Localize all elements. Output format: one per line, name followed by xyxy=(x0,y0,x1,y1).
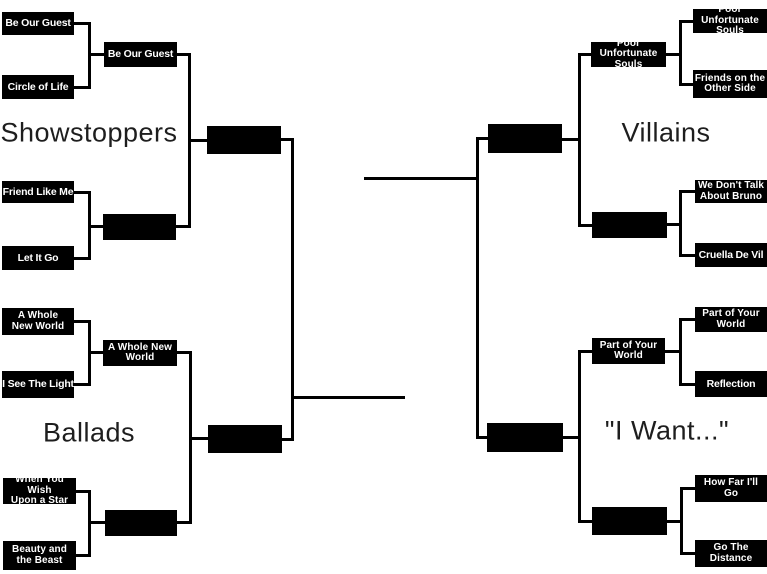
connector xyxy=(281,138,291,141)
slot-villains-round2-top[interactable]: Poor Unfortunate Souls xyxy=(591,38,666,70)
connector xyxy=(177,53,188,56)
connector xyxy=(679,190,695,193)
connector xyxy=(74,320,88,323)
connector xyxy=(291,138,294,441)
slot-reflection-seed[interactable]: Reflection xyxy=(695,371,767,397)
slot-i-want-round2-top[interactable]: Part of Your World xyxy=(592,338,665,364)
connector xyxy=(91,225,103,228)
connector xyxy=(581,224,592,227)
connector xyxy=(479,436,487,439)
connector xyxy=(177,521,189,524)
connector xyxy=(188,53,191,228)
slot-i-want-regional-final[interactable] xyxy=(487,423,563,452)
connector xyxy=(578,53,581,227)
slot-let-it-go-seed[interactable]: Let It Go xyxy=(2,246,74,270)
connector xyxy=(679,83,693,86)
connector xyxy=(679,190,682,257)
connector xyxy=(680,552,695,555)
connector xyxy=(665,350,679,353)
slot-friends-on-the-other-side-seed[interactable]: Friends on the Other Side xyxy=(693,70,767,98)
connector xyxy=(679,383,695,386)
connector xyxy=(88,22,91,89)
slot-a-whole-new-world-seed[interactable]: A Whole New World xyxy=(2,308,74,335)
connector xyxy=(680,487,695,490)
connector xyxy=(666,53,679,56)
slot-ballads-regional-final[interactable] xyxy=(208,425,282,453)
connector xyxy=(91,53,104,56)
connector xyxy=(74,86,88,89)
region-label-showstoppers: Showstoppers xyxy=(0,117,178,148)
connector xyxy=(679,20,682,86)
slot-friend-like-me-seed[interactable]: Friend Like Me xyxy=(2,181,74,203)
slot-beauty-and-the-beast-seed[interactable]: Beauty and the Beast xyxy=(3,541,76,570)
connector xyxy=(74,22,88,25)
slot-villains-round2-bottom[interactable] xyxy=(592,212,667,238)
slot-ballads-round2-top[interactable]: A Whole New World xyxy=(103,340,177,366)
connector xyxy=(667,520,680,523)
region-label-villains: Villains xyxy=(621,117,711,148)
connector xyxy=(74,383,88,386)
connector xyxy=(177,351,189,354)
connector xyxy=(479,137,488,140)
connector xyxy=(364,177,476,180)
slot-we-dont-talk-about-bruno-seed[interactable]: We Don't Talk About Bruno xyxy=(695,180,767,203)
slot-showstoppers-round2-bottom[interactable] xyxy=(103,214,176,240)
connector xyxy=(563,436,578,439)
connector xyxy=(74,191,88,194)
connector xyxy=(191,139,207,142)
connector xyxy=(679,20,693,23)
connector xyxy=(581,53,591,56)
connector xyxy=(476,137,479,439)
connector xyxy=(176,225,188,228)
connector xyxy=(74,257,88,260)
connector xyxy=(189,351,192,524)
connector xyxy=(88,490,91,557)
connector xyxy=(679,254,695,257)
slot-i-see-the-light-seed[interactable]: I See The Light xyxy=(2,371,74,398)
slot-part-of-your-world-seed[interactable]: Part of Your World xyxy=(695,307,767,332)
slot-showstoppers-round2-top[interactable]: Be Our Guest xyxy=(104,42,177,67)
connector xyxy=(282,438,291,441)
connector xyxy=(578,350,581,523)
region-label-ballads: Ballads xyxy=(42,417,136,448)
slot-showstoppers-regional-final[interactable] xyxy=(207,126,281,154)
slot-go-the-distance-seed[interactable]: Go The Distance xyxy=(695,540,767,567)
connector xyxy=(680,487,683,555)
connector xyxy=(294,396,405,399)
connector xyxy=(76,490,88,493)
connector xyxy=(76,554,88,557)
connector xyxy=(91,351,103,354)
connector xyxy=(667,223,679,226)
connector xyxy=(91,521,105,524)
slot-circle-of-life-seed[interactable]: Circle of Life xyxy=(2,75,74,99)
connector xyxy=(581,520,592,523)
slot-cruella-de-vil-seed[interactable]: Cruella De Vil xyxy=(695,243,767,267)
slot-i-want-round2-bottom[interactable] xyxy=(592,507,667,535)
connector xyxy=(88,191,91,260)
connector xyxy=(192,437,208,440)
slot-how-far-ill-go-seed[interactable]: How Far I'll Go xyxy=(695,475,767,502)
connector xyxy=(679,318,682,386)
connector xyxy=(562,138,578,141)
slot-poor-unfortunate-souls-seed[interactable]: Poor Unfortunate Souls xyxy=(693,5,767,36)
region-label-i-want: "I Want..." xyxy=(604,415,730,446)
slot-villains-regional-final[interactable] xyxy=(488,124,562,153)
connector xyxy=(581,350,592,353)
slot-ballads-round2-bottom[interactable] xyxy=(105,510,177,536)
slot-be-our-guest-seed[interactable]: Be Our Guest xyxy=(2,12,74,35)
slot-when-you-wish-upon-a-star-seed[interactable]: When You Wish Upon a Star xyxy=(3,475,76,506)
connector xyxy=(679,318,695,321)
connector xyxy=(88,320,91,386)
